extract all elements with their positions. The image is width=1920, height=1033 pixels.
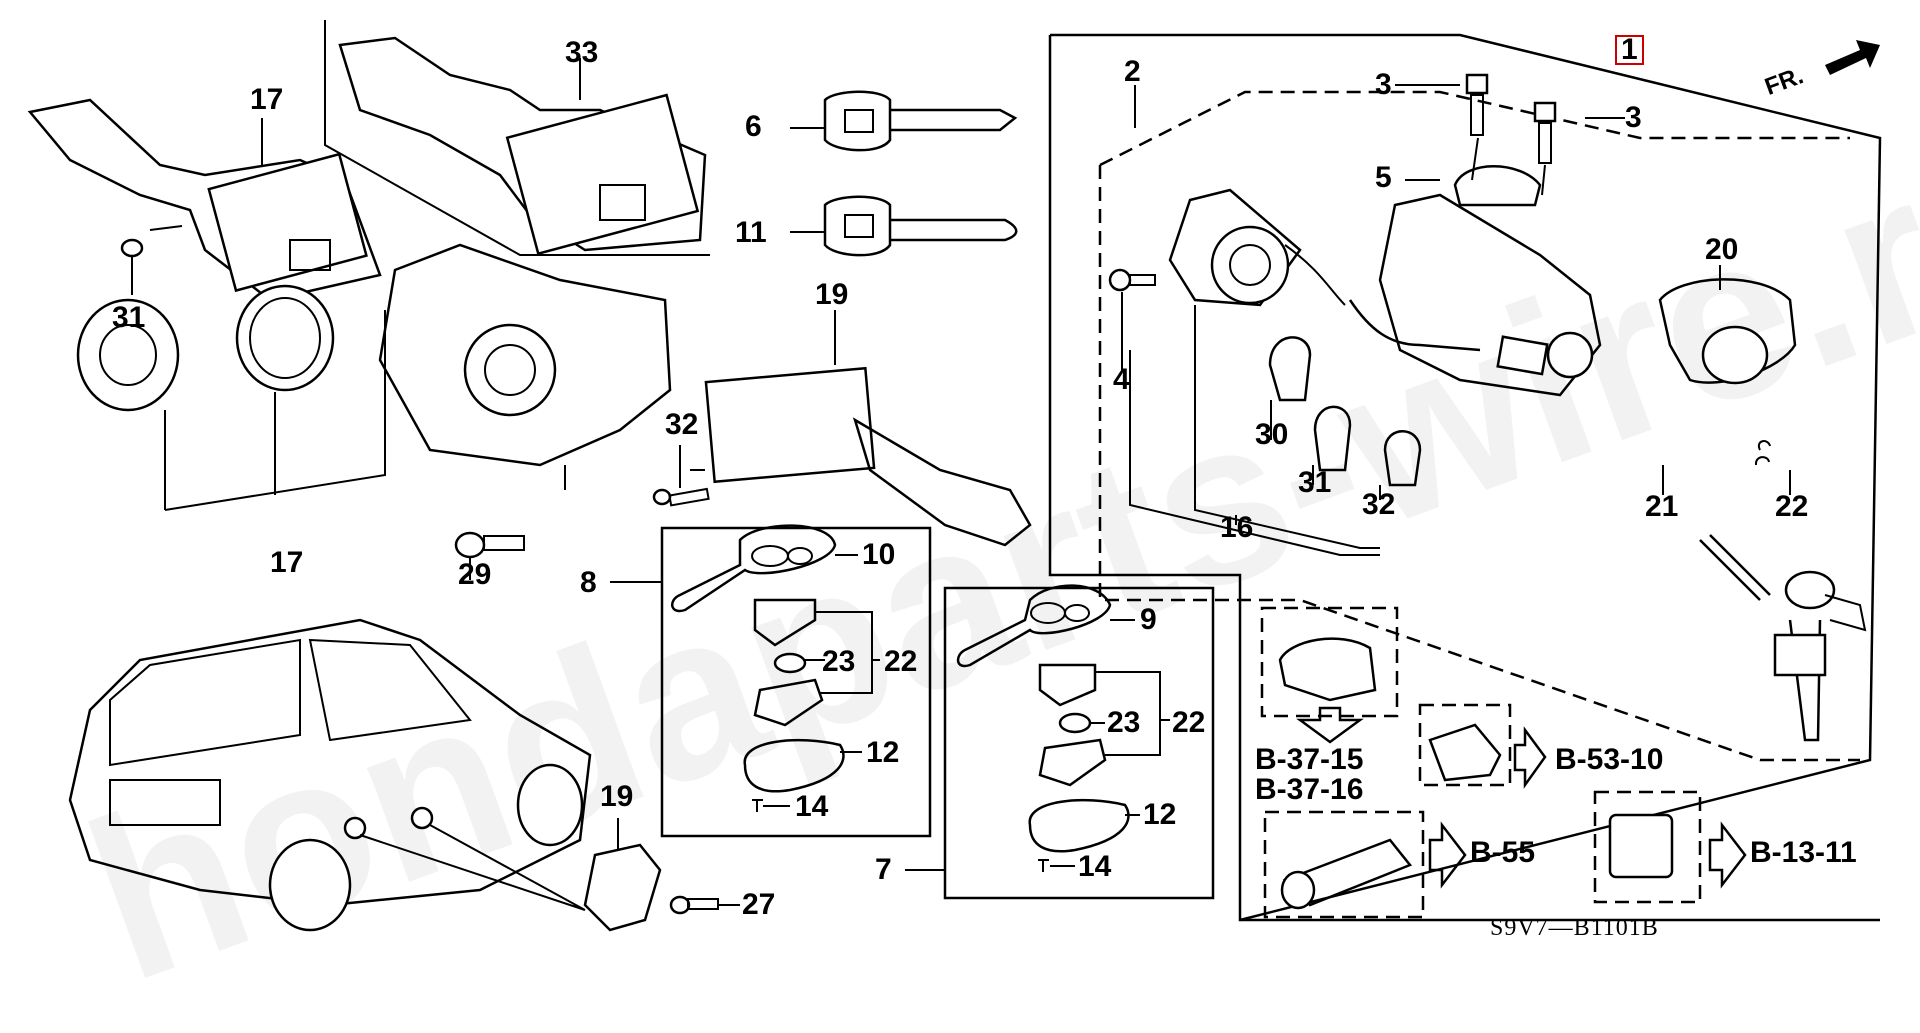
screw-30 [454, 531, 525, 580]
callout-31b[interactable]: 32 [665, 408, 699, 441]
callout-8[interactable]: 8 [580, 566, 597, 599]
part-19-wiper-switch [690, 310, 1032, 547]
callout-17[interactable]: 17 [270, 546, 304, 579]
callout-23b[interactable]: 22 [1172, 706, 1206, 739]
callout-1-highlighted[interactable]: 1 [1615, 35, 1644, 65]
callout-31a[interactable]: 31 [112, 301, 146, 334]
callout-25b[interactable]: 23 [1107, 706, 1141, 739]
callout-3b[interactable]: 3 [1625, 101, 1642, 134]
reference-b-53-10[interactable]: B-53-10 [1555, 743, 1664, 776]
clip-32 [1379, 430, 1422, 500]
key-6 [790, 90, 1018, 152]
part-17-cable-reel [76, 284, 386, 511]
callout-25a[interactable]: 23 [822, 645, 856, 678]
clip-29 [1312, 405, 1352, 485]
callout-28[interactable]: 30 [1255, 418, 1289, 451]
part-20-door-switch [583, 818, 740, 932]
callout-4[interactable]: 4 [1113, 363, 1130, 396]
callout-3a[interactable]: 3 [1375, 68, 1392, 101]
bolt-3a [1395, 73, 1489, 181]
callout-16[interactable]: 16 [1220, 511, 1254, 544]
callout-21[interactable]: 20 [1705, 233, 1739, 266]
bolt-4 [1108, 268, 1156, 370]
callout-11[interactable]: 11 [735, 216, 767, 249]
reference-box-b13 [1593, 790, 1747, 904]
part-18-combination-switch [27, 98, 382, 302]
callout-29[interactable]: 31 [1298, 466, 1332, 499]
callout-20[interactable]: 19 [600, 780, 634, 813]
keyfob-set-7 [905, 584, 1215, 900]
ignition-switch-assembly [1168, 165, 1602, 397]
part-33-switch [324, 20, 710, 256]
front-direction-arrow-icon [1825, 40, 1880, 75]
callout-14a[interactable]: 14 [795, 790, 829, 823]
callout-7[interactable]: 7 [875, 853, 892, 886]
reference-b-55[interactable]: B-55 [1470, 836, 1536, 869]
callout-5[interactable]: 5 [1375, 161, 1392, 194]
combination-switch-body [378, 243, 672, 490]
callout-12a[interactable]: 12 [866, 736, 900, 769]
callout-9[interactable]: 9 [1140, 603, 1157, 636]
parts-diagram [27, 20, 1882, 932]
callout-23a[interactable]: 22 [884, 645, 918, 678]
vehicle-illustration [68, 618, 592, 932]
reference-box-b55 [1263, 810, 1467, 919]
callout-22a[interactable]: 21 [1645, 490, 1679, 523]
key-set-bottom-right [1699, 534, 1867, 742]
clip-28 [1268, 336, 1312, 440]
screw-31b [652, 445, 710, 507]
callout-22b[interactable]: 22 [1775, 490, 1809, 523]
callout-32[interactable]: 32 [1362, 488, 1396, 521]
callout-12b[interactable]: 12 [1143, 798, 1177, 831]
reference-b-13-11[interactable]: B-13-11 [1750, 836, 1857, 869]
callout-27[interactable]: 27 [742, 888, 776, 921]
callout-6[interactable]: 6 [745, 110, 762, 143]
reference-box-b53 [1418, 703, 1547, 789]
callout-10[interactable]: 10 [862, 538, 896, 571]
bolt-3b [1533, 101, 1625, 196]
callout-2[interactable]: 2 [1124, 55, 1141, 88]
reference-box-b37 [1260, 606, 1399, 744]
reference-b-37-15[interactable]: B-37-15 [1255, 743, 1364, 776]
callout-14b[interactable]: 14 [1078, 850, 1112, 883]
callout-18[interactable]: 17 [250, 83, 284, 116]
drawing-code: S9V7—B1101B [1490, 915, 1659, 941]
keyfob-set-8 [610, 524, 932, 838]
callout-19[interactable]: 19 [815, 278, 849, 311]
part-21-cover [1658, 265, 1797, 495]
callout-33[interactable]: 33 [565, 36, 599, 69]
key-11 [790, 195, 1018, 257]
assembly-1-outline [1048, 33, 1882, 922]
reference-b-37-16[interactable]: B-37-16 [1255, 773, 1364, 806]
callout-30[interactable]: 29 [458, 558, 492, 591]
